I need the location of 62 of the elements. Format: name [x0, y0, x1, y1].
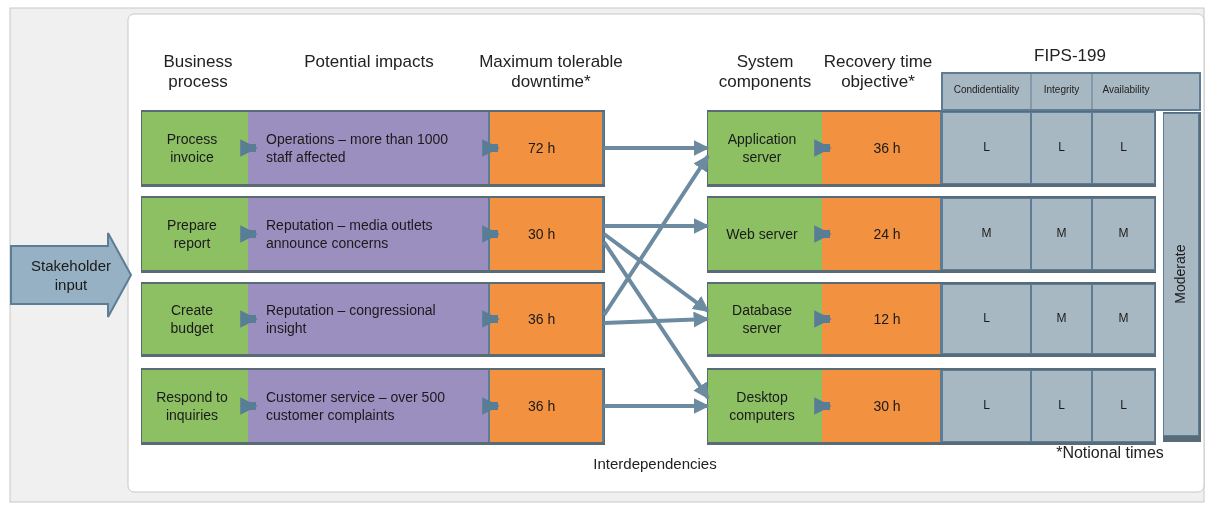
recovery-time-box: 24 h: [822, 198, 942, 270]
impact-box: Customer service – over 500 customer complaints: [248, 370, 490, 442]
recovery-time-box: 30 h: [822, 370, 942, 442]
chevron-arrow: [482, 139, 500, 157]
chevron-arrow: [240, 225, 258, 243]
chevron-arrow: [814, 397, 832, 415]
arrow: [603, 311, 710, 328]
column-header: Business process: [162, 52, 234, 93]
column-header: Integrity: [1042, 84, 1081, 96]
component-box: Web server: [708, 198, 822, 270]
component-box: Desktop computers: [708, 370, 822, 442]
impact-box: Reputation – media outlets announce concerns: [248, 198, 490, 270]
process-box: Prepare report: [142, 198, 248, 270]
arrow: [602, 154, 710, 317]
rating-cell: L: [1092, 112, 1155, 184]
rating-cell: L: [1031, 112, 1092, 184]
chevron-arrow: [240, 397, 258, 415]
chevron-arrow: [814, 139, 832, 157]
downtime-box: 36 h: [490, 370, 604, 442]
column-header: Condidentiality: [952, 84, 1021, 96]
footnote: *Notional times: [1055, 443, 1165, 463]
chevron-arrow: [482, 397, 500, 415]
column-header: Recovery time objective*: [822, 52, 934, 93]
arrow: [604, 218, 710, 234]
arrow: [602, 232, 710, 313]
rating-cell: L: [942, 370, 1031, 442]
arrow: [604, 140, 710, 156]
component-box: Database server: [708, 284, 822, 354]
process-box: Process invoice: [142, 112, 248, 184]
downtime-box: 72 h: [490, 112, 604, 184]
rating-cell: L: [942, 284, 1031, 354]
chevron-arrow: [482, 310, 500, 328]
column-header: Availability: [1101, 84, 1151, 96]
rating-cell: M: [942, 198, 1031, 270]
impact-box: Operations – more than 1000 staff affected: [248, 112, 490, 184]
arrow: [602, 240, 710, 400]
rating-cell: L: [1092, 370, 1155, 442]
arrow: [604, 398, 710, 414]
column-header: FIPS-199: [1033, 46, 1107, 67]
rating-cell: M: [1092, 198, 1155, 270]
rating-cell: M: [1031, 284, 1092, 354]
recovery-time-box: 12 h: [822, 284, 942, 354]
impact-box: Reputation – congressional insight: [248, 284, 490, 354]
chevron-arrow: [814, 310, 832, 328]
rating-bar: Moderate: [1163, 113, 1199, 436]
downtime-box: 36 h: [490, 284, 604, 354]
rating-cell: M: [1092, 284, 1155, 354]
chevron-arrow: [814, 225, 832, 243]
rating-cell: L: [1031, 370, 1092, 442]
process-box: Respond to inquiries: [142, 370, 248, 442]
chevron-arrow: [240, 310, 258, 328]
input-arrow: Stakeholder input: [10, 232, 132, 318]
recovery-time-box: 36 h: [822, 112, 942, 184]
rating-cell: M: [1031, 198, 1092, 270]
process-box: Create budget: [142, 284, 248, 354]
chevron-arrow: [240, 139, 258, 157]
chevron-arrow: [482, 225, 500, 243]
rating-cell: L: [942, 112, 1031, 184]
column-header: Maximum tolerable downtime*: [478, 52, 624, 93]
downtime-box: 30 h: [490, 198, 604, 270]
caption-text: Interdependencies: [592, 455, 718, 473]
component-box: Application server: [708, 112, 822, 184]
